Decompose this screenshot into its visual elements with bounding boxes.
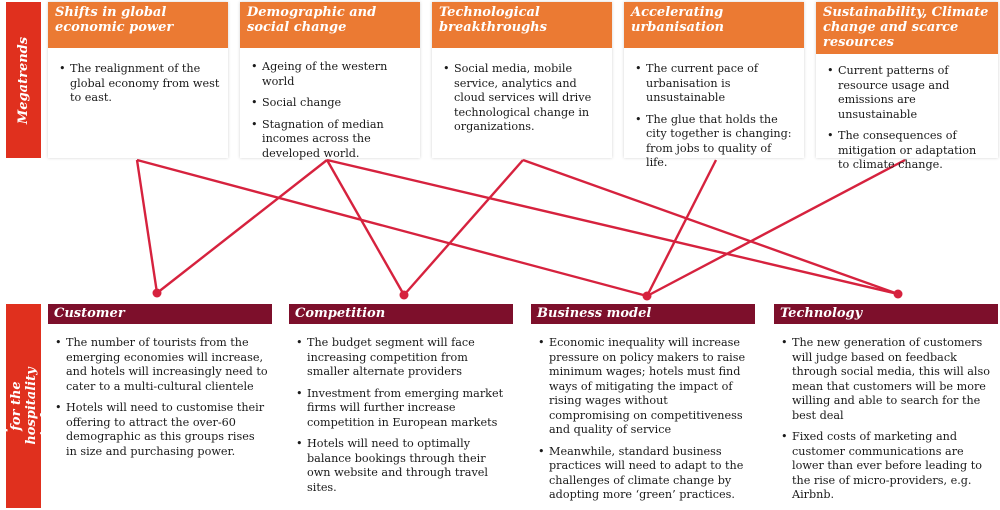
implication-title: Business model xyxy=(531,304,755,324)
implication-customer: Customer The number of tourists from the… xyxy=(48,304,272,466)
connection-node xyxy=(893,289,903,299)
megatrend-bullet: Social change xyxy=(250,96,412,111)
megatrend-bullets: Social media, mobile service, analytics … xyxy=(432,48,612,148)
megatrend-bullets: The realignment of the global economy fr… xyxy=(48,48,228,119)
connection-node xyxy=(399,290,409,300)
connection-node xyxy=(642,291,652,301)
megatrend-bullets: Current patterns of resource usage and e… xyxy=(816,54,998,186)
megatrend-card-sustainability: Sustainability, Climate change and scarc… xyxy=(816,2,998,171)
megatrend-title: Shifts in global economic power xyxy=(48,2,228,48)
implication-bullet: Hotels will need to optimally balance bo… xyxy=(295,437,509,495)
implication-bullet: The number of tourists from the emerging… xyxy=(54,336,268,394)
connection-line xyxy=(326,158,899,296)
megatrend-card-demographic: Demographic and social change Ageing of … xyxy=(240,2,420,160)
megatrend-title: Accelerating urbanisation xyxy=(624,2,804,48)
implication-bullet: The new generation of customers will jud… xyxy=(780,336,994,423)
implication-bullets: The budget segment will face increasing … xyxy=(289,324,513,495)
implication-title: Customer xyxy=(48,304,272,324)
megatrend-bullet: Social media, mobile service, analytics … xyxy=(442,62,604,135)
megatrend-bullet: The glue that holds the city together is… xyxy=(634,113,796,171)
implication-bullet: Meanwhile, standard business practices w… xyxy=(537,445,751,503)
implication-bullets: Economic inequality will increase pressu… xyxy=(531,324,755,503)
connection-line xyxy=(136,158,648,298)
megatrend-title: Sustainability, Climate change and scarc… xyxy=(816,2,998,54)
implication-bullets: The new generation of customers will jud… xyxy=(774,324,998,503)
implications-side-label: Implications for the hospitality industr… xyxy=(0,304,54,508)
megatrend-bullets: Ageing of the western world Social chang… xyxy=(240,48,420,174)
implication-competition: Competition The budget segment will face… xyxy=(289,304,513,502)
implication-title: Technology xyxy=(774,304,998,324)
implication-bullet: Economic inequality will increase pressu… xyxy=(537,336,751,438)
megatrends-side-label: Megatrends xyxy=(6,2,41,158)
connection-line xyxy=(135,159,159,294)
megatrend-bullet: Ageing of the western world xyxy=(250,60,412,89)
megatrend-bullets: The current pace of urbanisation is unsu… xyxy=(624,48,804,184)
connection-line xyxy=(522,158,899,296)
implication-bullet: Investment from emerging market firms wi… xyxy=(295,387,509,431)
implication-bullet: The budget segment will face increasing … xyxy=(295,336,509,380)
megatrend-card-economic-power: Shifts in global economic power The real… xyxy=(48,2,228,158)
megatrend-bullet: The current pace of urbanisation is unsu… xyxy=(634,62,796,106)
megatrend-bullet: The consequences of mitigation or adapta… xyxy=(826,129,990,173)
megatrend-title: Technological breakthroughs xyxy=(432,2,612,48)
connection-line xyxy=(156,159,328,294)
implication-technology: Technology The new generation of custome… xyxy=(774,304,998,510)
implication-bullets: The number of tourists from the emerging… xyxy=(48,324,272,459)
connection-line xyxy=(645,159,718,297)
connection-line xyxy=(403,159,524,296)
megatrend-bullet: Current patterns of resource usage and e… xyxy=(826,64,990,122)
implication-business-model: Business model Economic inequality will … xyxy=(531,304,755,510)
megatrend-title: Demographic and social change xyxy=(240,2,420,48)
implication-bullet: Hotels will need to customise their offe… xyxy=(54,401,268,459)
megatrend-bullet: The realignment of the global economy fr… xyxy=(58,62,220,106)
connection-line xyxy=(325,159,406,296)
link-layer xyxy=(135,158,906,301)
megatrend-bullet: Stagnation of median incomes across the … xyxy=(250,118,412,162)
connection-node xyxy=(152,288,162,298)
megatrend-card-urbanisation: Accelerating urbanisation The current pa… xyxy=(624,2,804,169)
implication-bullet: Fixed costs of marketing and customer co… xyxy=(780,430,994,503)
implication-title: Competition xyxy=(289,304,513,324)
megatrend-card-technological: Technological breakthroughs Social media… xyxy=(432,2,612,158)
connection-line xyxy=(646,158,906,298)
